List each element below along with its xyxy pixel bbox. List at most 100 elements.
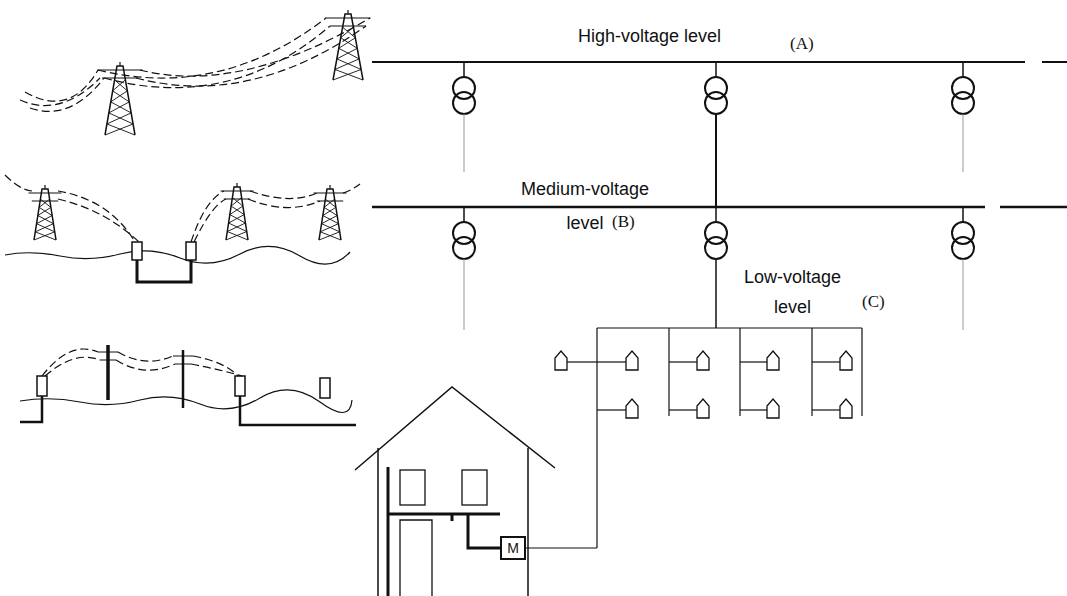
service-box [37,376,47,396]
pole-crossarm [98,352,118,360]
cable-termination [132,242,142,260]
wire [715,114,717,207]
level-letter: (B) [612,212,635,232]
overhead-line [191,364,242,376]
medium-voltage-bus [1000,206,1067,209]
low-voltage-feeder [739,328,740,416]
wire [715,259,717,328]
low-voltage-feeder [596,328,597,548]
wire [669,361,697,362]
wire [715,207,717,222]
service-box [235,376,245,396]
underground-cable [137,260,191,282]
transformer-winding [705,237,727,259]
wire [963,259,964,330]
transformer-winding [952,92,974,114]
house-door [400,520,432,596]
tower-peak [347,10,348,14]
overhead-line [58,191,135,242]
overhead-line [116,360,175,370]
house-wall [378,448,528,596]
high-voltage-bus [372,61,1025,63]
wire [597,409,626,410]
tower-crossarm [29,193,62,201]
service-line [526,547,597,548]
overhead-line [20,78,100,106]
house-icon [626,399,638,418]
voltage-level-label: High-voltage level [578,26,721,47]
house-roof [355,387,555,470]
wire [962,62,964,77]
voltage-level-label: Low-voltage level [730,262,855,322]
wire [715,62,717,77]
pole-crossarm [173,356,193,364]
house-icon [555,351,567,370]
house-icon [840,399,852,418]
overhead-line [45,357,100,376]
transformer-winding [453,92,475,114]
transformer-winding [952,237,974,259]
wire [740,361,767,362]
overhead-line [250,191,317,199]
wire [463,62,465,77]
house-icon [840,351,852,370]
service-box [320,378,330,398]
level-letter: (A) [790,34,814,54]
wire [812,409,840,410]
tower-crossarm [314,193,347,201]
overhead-line [5,175,32,191]
tower-bracing [105,80,135,135]
house-wiring [468,514,500,548]
lattice-tower [319,189,341,240]
house-window [400,470,425,505]
tower-bracing [319,199,341,240]
tower-crossarm [221,191,254,199]
house-window [462,470,487,505]
lattice-tower [105,66,135,135]
tower-bracing [226,198,248,240]
meter-label: M [507,541,519,555]
wire [597,361,626,362]
house-icon [626,351,638,370]
house-riser [387,467,390,596]
overhead-line [98,18,326,78]
wire [962,207,964,222]
wire [464,259,465,330]
house-icon [697,351,709,370]
wire [669,409,697,410]
overhead-line [343,184,360,193]
wire [963,114,964,172]
house-wiring [388,514,500,521]
wire [567,361,597,362]
transformer-winding [453,237,475,259]
voltage-level-label: Medium-voltage level [500,172,670,240]
house-icon [767,399,779,418]
overhead-line [136,26,366,86]
overhead-line [30,78,104,111]
ground-line [5,246,350,264]
overhead-line [58,199,139,242]
low-voltage-feeder [597,327,862,328]
house-icon [767,351,779,370]
low-voltage-feeder [811,328,812,416]
tower-peak [236,183,237,187]
house-icon [697,399,709,418]
tower-peak [44,185,45,189]
wire [463,207,465,222]
wire [464,114,465,172]
distribution-pole [106,345,110,400]
tower-peak [119,62,120,66]
overhead-line [194,199,226,242]
low-voltage-feeder [861,328,862,416]
ground-line [20,390,352,413]
low-voltage-feeder [668,328,669,416]
level-letter: (C) [862,292,885,312]
overhead-line [248,199,320,208]
overhead-line [118,352,173,361]
underground-cable [20,396,42,422]
transformer-winding [705,92,727,114]
wire [740,409,767,410]
tower-peak [329,185,330,189]
